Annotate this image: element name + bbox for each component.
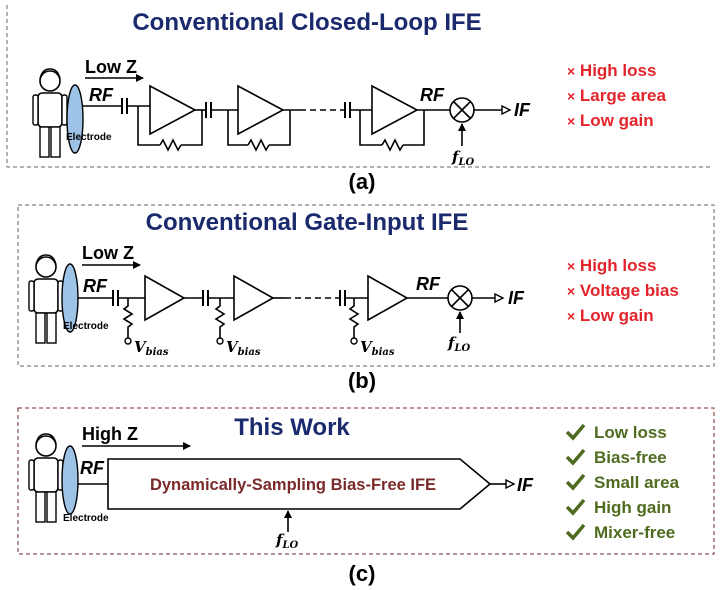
drawback-item: × Voltage bias — [567, 281, 679, 300]
check-icon — [565, 498, 586, 516]
electrode-label: Electrode — [63, 321, 109, 332]
person-icon — [28, 254, 64, 344]
panel-b-title: Conventional Gate-Input IFE — [146, 209, 469, 236]
panel-b-border — [17, 204, 715, 367]
gate-input-chain — [78, 274, 448, 345]
drawback-item: × High loss — [567, 256, 656, 275]
electrode-label: Electrode — [63, 513, 109, 524]
benefit-item: Small area — [565, 473, 680, 492]
amplifier-icon — [371, 84, 419, 136]
rf-in-label: RF — [89, 85, 114, 105]
if-out-label: IF — [508, 288, 525, 308]
ife-block — [107, 458, 492, 510]
drawback-item: × Low gain — [567, 306, 654, 325]
output-arrow-icon — [505, 478, 516, 490]
bias-label: Vbias — [226, 338, 261, 358]
drawback-list: × High loss × Voltage bias × Low gain — [567, 256, 679, 325]
lo-label: fLO — [275, 531, 298, 551]
mixer-icon — [447, 285, 473, 311]
rf-in-label: RF — [83, 276, 108, 296]
svg-text:Bias-free: Bias-free — [594, 448, 667, 467]
benefit-item: High gain — [565, 498, 671, 517]
output-arrow-icon — [501, 104, 512, 116]
impedance-label: Low Z — [85, 57, 137, 77]
amplifier-icon — [367, 274, 409, 322]
electrode-label: Electrode — [66, 132, 112, 143]
rf-in-label: RF — [80, 458, 105, 478]
lo-label: fLO — [447, 334, 470, 354]
drawback-list: × High loss × Large area × Low gain — [567, 61, 666, 130]
output-arrow-icon — [494, 292, 505, 304]
drawback-item: × High loss — [567, 61, 656, 80]
svg-text:Low loss: Low loss — [594, 423, 667, 442]
amplifier-icon — [237, 84, 285, 136]
rf-out-label: RF — [416, 274, 441, 294]
person-icon — [32, 68, 68, 158]
benefit-list: Low loss Bias-free Small area High gain … — [565, 423, 680, 542]
panel-c-border — [17, 407, 715, 555]
impedance-label: High Z — [82, 424, 138, 444]
bias-label: Vbias — [360, 338, 395, 358]
if-out-label: IF — [514, 100, 531, 120]
panel-c: This Work Electrode High Z RF Dynamicall… — [17, 407, 715, 586]
panel-b-caption: (b) — [348, 368, 376, 393]
check-icon — [565, 523, 586, 541]
closed-loop-chain — [83, 84, 450, 152]
benefit-item: Mixer-free — [565, 523, 675, 542]
benefit-item: Bias-free — [565, 448, 667, 467]
if-out-label: IF — [517, 475, 534, 495]
amplifier-icon — [144, 274, 186, 322]
person-icon — [28, 433, 64, 523]
check-icon — [565, 423, 586, 441]
electrode-icon — [61, 445, 79, 515]
impedance-label: Low Z — [82, 243, 134, 263]
rf-out-label: RF — [420, 85, 445, 105]
svg-text:Mixer-free: Mixer-free — [594, 523, 675, 542]
panel-c-caption: (c) — [349, 561, 376, 586]
panel-b: Conventional Gate-Input IFE Electrode Lo… — [17, 204, 715, 393]
check-icon — [565, 473, 586, 491]
check-icon — [565, 448, 586, 466]
svg-text:Small area: Small area — [594, 473, 680, 492]
ife-block-label: Dynamically-Sampling Bias-Free IFE — [150, 476, 436, 494]
benefit-item: Low loss — [565, 423, 667, 442]
lo-label: fLO — [451, 148, 474, 168]
drawback-item: × Large area — [567, 86, 666, 105]
panel-a: Conventional Closed-Loop IFE Electrode L… — [6, 5, 713, 194]
svg-text:High gain: High gain — [594, 498, 671, 517]
drawback-item: × Low gain — [567, 111, 654, 130]
panel-a-title: Conventional Closed-Loop IFE — [132, 9, 481, 36]
panel-a-border — [6, 5, 713, 168]
bias-label: Vbias — [134, 338, 169, 358]
amplifier-icon — [233, 274, 275, 322]
electrode-icon — [66, 84, 84, 154]
panel-c-title: This Work — [234, 414, 350, 441]
mixer-icon — [449, 97, 475, 123]
amplifier-icon — [149, 84, 197, 136]
panel-a-caption: (a) — [349, 169, 376, 194]
